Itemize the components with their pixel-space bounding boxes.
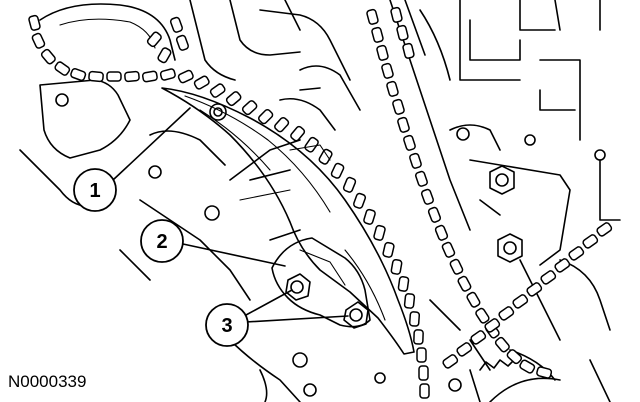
tensioner-bolt-upper <box>285 273 311 301</box>
tensioner <box>271 237 371 329</box>
leader-line-3a <box>245 289 293 316</box>
callout-3: 3 <box>205 303 249 347</box>
timing-chain <box>28 6 613 399</box>
tensioner-arm <box>161 87 415 355</box>
timing-chain-lower <box>442 222 613 369</box>
callout-3-label: 3 <box>221 315 232 337</box>
callout-1-label: 1 <box>89 180 100 202</box>
leader-line-3b <box>245 315 349 323</box>
figure-id-label: N0000339 <box>8 372 86 391</box>
cover-bolt-lower-right <box>497 233 523 263</box>
callout-2: 2 <box>140 219 184 263</box>
timing-chain-left <box>28 14 430 399</box>
leader-line-2 <box>182 243 286 267</box>
tensioner-bolt-lower <box>343 301 369 329</box>
callout-2-label: 2 <box>156 231 167 253</box>
timing-chain-right <box>366 6 553 379</box>
leader-line-1 <box>112 107 191 181</box>
callout-1: 1 <box>73 168 117 212</box>
leader-lines <box>112 107 349 323</box>
cover-bolt-upper-right <box>489 165 515 195</box>
